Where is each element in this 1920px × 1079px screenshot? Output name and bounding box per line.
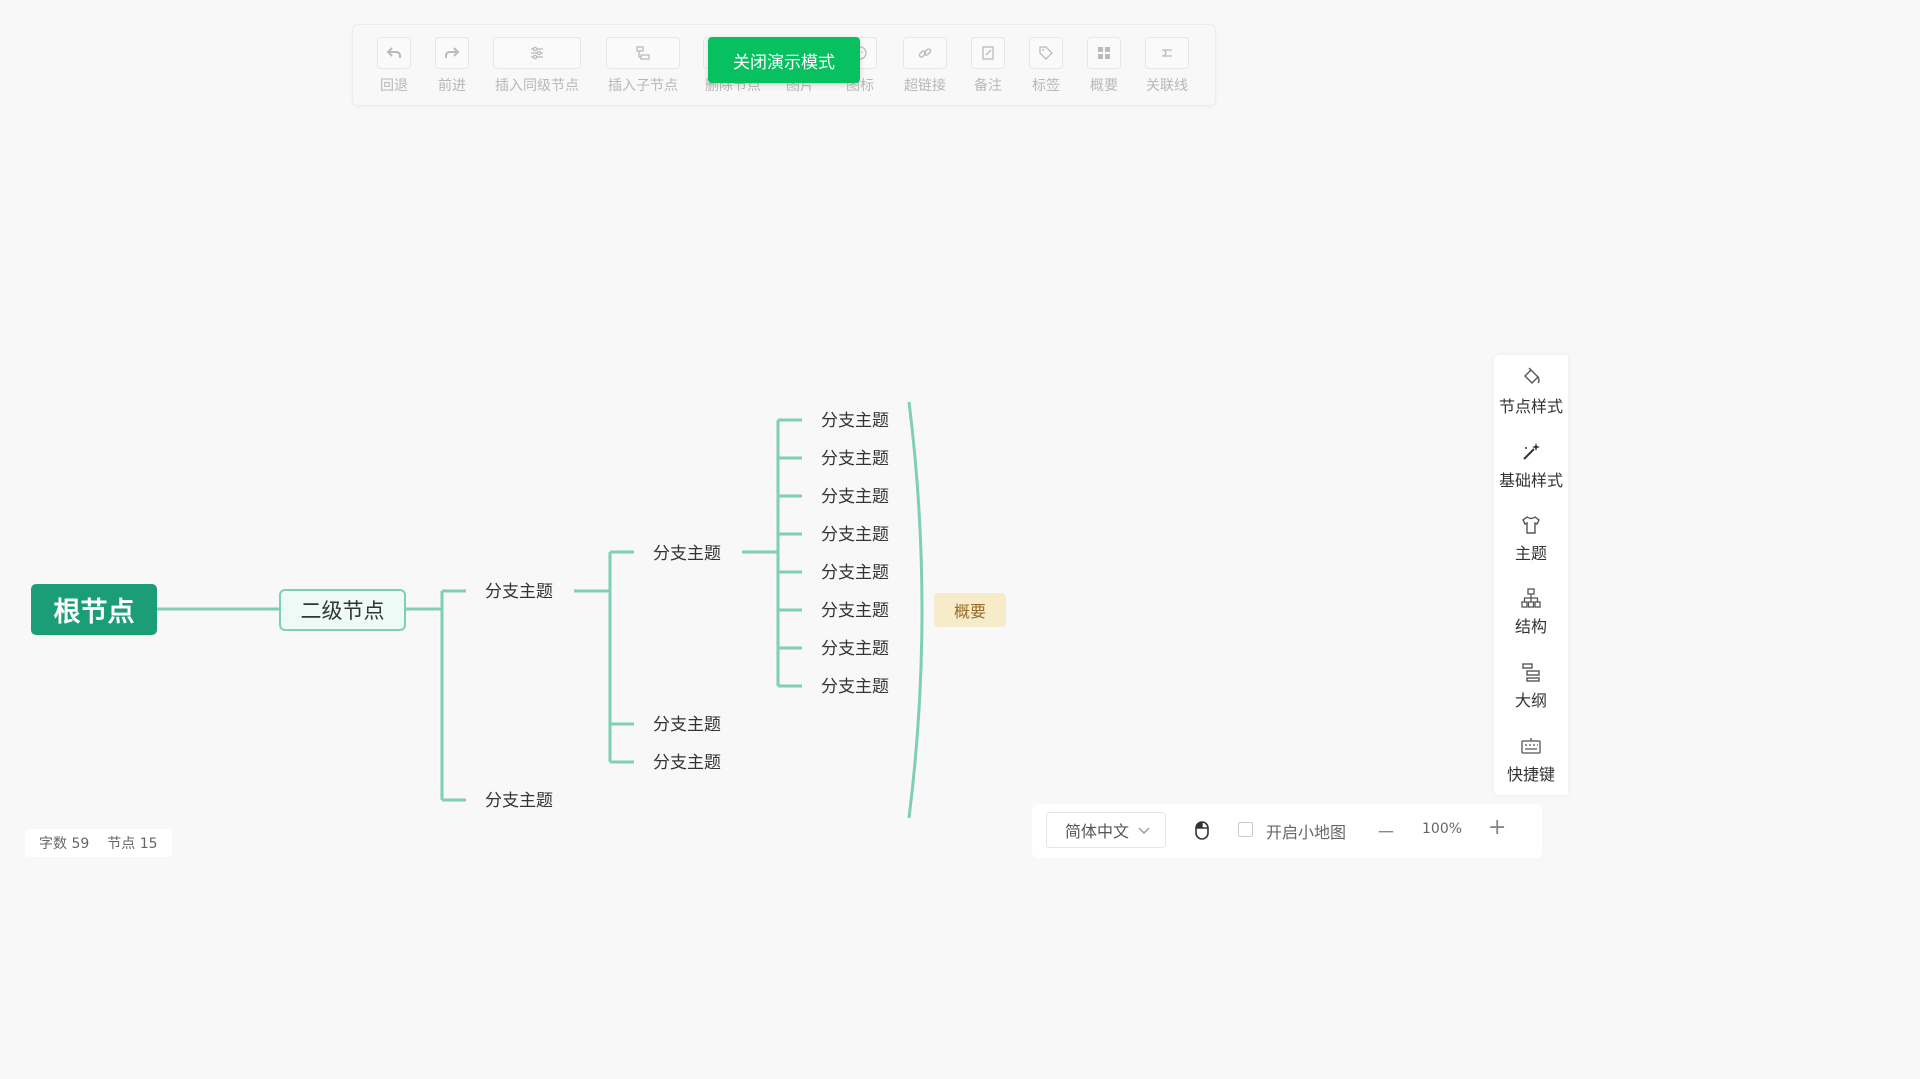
- sidebar-label: 主题: [1514, 544, 1547, 563]
- branch-topic-node[interactable]: 分支主题: [821, 525, 889, 545]
- branch-topic-node[interactable]: 分支主题: [821, 411, 889, 431]
- branch-topic-node[interactable]: 分支主题: [821, 601, 889, 621]
- sidebar-item-outline[interactable]: 大纲: [1494, 661, 1568, 711]
- branch-topic-node[interactable]: 分支主题: [821, 677, 889, 697]
- insert-child-button[interactable]: 插入子节点: [606, 37, 680, 95]
- language-select[interactable]: 简体中文: [1046, 812, 1166, 848]
- root-node[interactable]: 根节点: [31, 584, 157, 635]
- right-sidebar: 节点样式 基础样式 主题 结构 大纲 快捷键: [1494, 355, 1568, 795]
- branch-topic-node[interactable]: 分支主题: [653, 753, 721, 773]
- close-presentation-mode-button[interactable]: 关闭演示模式: [708, 37, 860, 83]
- node-count: 节点 15: [107, 833, 157, 853]
- undo-button[interactable]: 回退: [377, 37, 411, 95]
- bottom-control-bar: 简体中文 开启小地图 － 100% +: [1032, 804, 1542, 858]
- branch-topic-node[interactable]: 分支主题: [653, 715, 721, 735]
- insert-sibling-label: 插入同级节点: [495, 78, 579, 94]
- sidebar-item-base-style[interactable]: 基础样式: [1494, 441, 1568, 491]
- redo-icon: [435, 37, 469, 69]
- chevron-down-icon: [1138, 827, 1150, 834]
- summary-label: 概要: [1090, 78, 1118, 94]
- branch-topic-node[interactable]: 分支主题: [821, 563, 889, 583]
- language-value: 简体中文: [1065, 822, 1130, 841]
- summary-bracket: [907, 401, 924, 819]
- tag-label: 标签: [1032, 78, 1060, 94]
- redo-label: 前进: [438, 78, 466, 94]
- grid-icon: [1087, 37, 1121, 69]
- branch-topic-node[interactable]: 分支主题: [821, 487, 889, 507]
- tag-icon: [1029, 37, 1063, 69]
- insert-sibling-button[interactable]: 插入同级节点: [493, 37, 581, 95]
- sidebar-label: 结构: [1514, 617, 1547, 636]
- branch-topic-node[interactable]: 分支主题: [821, 449, 889, 469]
- sidebar-label: 节点样式: [1498, 397, 1563, 416]
- tag-button[interactable]: 标签: [1029, 37, 1063, 95]
- zoom-out-button[interactable]: －: [1376, 820, 1396, 844]
- stats-bar: 字数 59 节点 15: [25, 829, 172, 857]
- branch-topic-node[interactable]: 分支主题: [821, 639, 889, 659]
- sidebar-item-shortcuts[interactable]: 快捷键: [1494, 735, 1568, 785]
- zoom-level: 100%: [1422, 821, 1463, 837]
- insert-child-label: 插入子节点: [608, 78, 678, 94]
- sidebar-label: 快捷键: [1506, 765, 1555, 784]
- mindmap-connectors: [157, 401, 924, 819]
- node-count-value: 15: [139, 836, 158, 852]
- keyboard-icon: [1521, 738, 1541, 754]
- paint-bucket-icon: [1524, 367, 1540, 384]
- note-icon: [971, 37, 1005, 69]
- word-count: 字数 59: [39, 833, 89, 853]
- branch-topic-node[interactable]: 分支主题: [485, 582, 553, 602]
- summary-node[interactable]: 概要: [934, 593, 1006, 627]
- sliders-icon: [493, 37, 581, 69]
- outline-icon: [1522, 663, 1540, 682]
- sidebar-label: 大纲: [1514, 691, 1547, 710]
- sidebar-item-theme[interactable]: 主题: [1494, 514, 1568, 564]
- note-button[interactable]: 备注: [971, 37, 1005, 95]
- word-count-value: 59: [71, 836, 90, 852]
- node-count-label: 节点: [107, 836, 136, 852]
- branch-topic-node[interactable]: 分支主题: [653, 544, 721, 564]
- child-node-icon: [606, 37, 680, 69]
- sidebar-item-node-style[interactable]: 节点样式: [1494, 367, 1568, 417]
- zoom-in-button[interactable]: +: [1488, 815, 1507, 840]
- mouse-icon[interactable]: [1192, 819, 1212, 841]
- redo-button[interactable]: 前进: [435, 37, 469, 95]
- hyperlink-button[interactable]: 超链接: [903, 37, 947, 95]
- minimap-checkbox[interactable]: [1238, 822, 1253, 837]
- branch-topic-node[interactable]: 分支主题: [485, 791, 553, 811]
- link-icon: [903, 37, 947, 69]
- association-button[interactable]: 关联线: [1145, 37, 1189, 95]
- second-level-node[interactable]: 二级节点: [279, 589, 406, 631]
- undo-label: 回退: [380, 78, 408, 94]
- word-count-label: 字数: [39, 836, 67, 852]
- sidebar-item-structure[interactable]: 结构: [1494, 587, 1568, 637]
- tshirt-icon: [1522, 516, 1540, 534]
- summary-button[interactable]: 概要: [1087, 37, 1121, 95]
- magic-wand-icon: [1523, 443, 1540, 460]
- association-label: 关联线: [1146, 78, 1188, 94]
- sidebar-label: 基础样式: [1498, 471, 1563, 490]
- structure-icon: [1521, 588, 1541, 608]
- hyperlink-label: 超链接: [904, 78, 946, 94]
- minimap-label: 开启小地图: [1266, 823, 1347, 842]
- association-line-icon: [1145, 37, 1189, 69]
- undo-icon: [377, 37, 411, 69]
- note-label: 备注: [974, 78, 1002, 94]
